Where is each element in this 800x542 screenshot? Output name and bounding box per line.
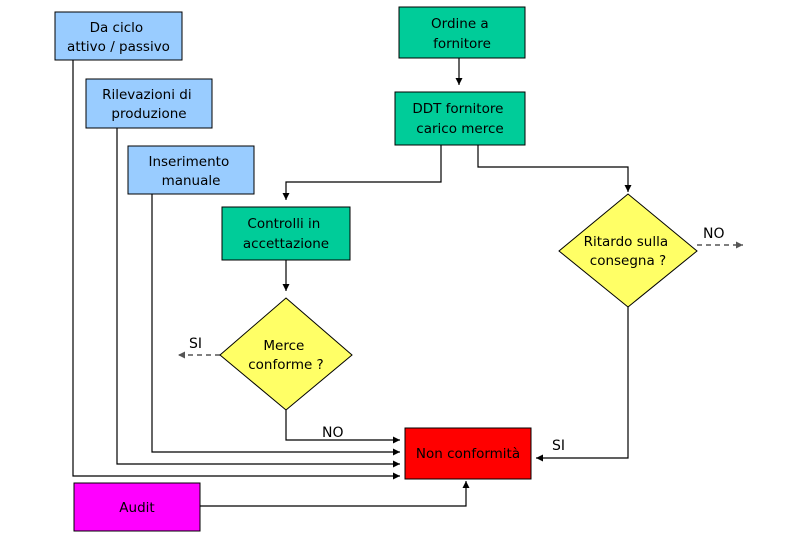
node-controlli: Controlli in accettazione bbox=[221, 206, 351, 261]
edge-inserimento-nonconf bbox=[151, 194, 400, 456]
svg-text:Controlli in accettazion: Controlli in accettazione bbox=[243, 216, 329, 252]
edge-ddt-controlli bbox=[282, 145, 442, 200]
svg-text:Non conformità: Non conformità bbox=[416, 446, 520, 462]
node-merce: Merce conforme ? bbox=[219, 297, 353, 411]
node-ordine-line2: fornitore bbox=[433, 36, 491, 52]
svg-text:Audit: Audit bbox=[119, 500, 154, 516]
node-audit-box bbox=[73, 482, 201, 532]
node-controlli-line1: Controlli in bbox=[247, 216, 320, 232]
node-nonconf: Non conformità bbox=[404, 427, 532, 480]
node-ddt-box bbox=[394, 91, 526, 146]
node-rilevazioni-box bbox=[85, 78, 213, 129]
node-ritardo-diamond bbox=[558, 193, 698, 308]
node-ritardo: Ritardo sulla consegna ? bbox=[558, 193, 698, 308]
node-ciclo-line2: attivo / passivo bbox=[67, 39, 170, 55]
node-ordine: Ordine a fornitore bbox=[398, 6, 526, 59]
node-inserimento-line2: manuale bbox=[162, 173, 221, 189]
node-ddt-line1: DDT fornitore bbox=[412, 101, 503, 117]
node-controlli-line2: accettazione bbox=[243, 236, 329, 252]
node-merce-line2: conforme ? bbox=[248, 357, 323, 373]
node-ddt: DDT fornitore carico merce bbox=[394, 91, 526, 146]
node-ordine-box bbox=[398, 6, 526, 59]
edge-ritardo-nonconf bbox=[536, 307, 629, 462]
label-ritardo-no: NO bbox=[703, 226, 725, 242]
label-merce-si: SI bbox=[189, 336, 202, 352]
node-nonconf-box bbox=[404, 427, 532, 480]
svg-text:Rilevazioni di produzion: Rilevazioni di produzione bbox=[102, 87, 196, 122]
svg-text:DDT fornitore carico mer: DDT fornitore carico merce bbox=[412, 101, 507, 137]
svg-text:Ritardo sulla consegna ?: Ritardo sulla consegna ? bbox=[584, 234, 673, 269]
edge-audit-nonconf bbox=[200, 481, 470, 507]
node-merce-diamond bbox=[219, 297, 353, 411]
svg-text:Inserimento manuale: Inserimento manuale bbox=[148, 154, 233, 189]
node-nonconf-line1: Non conformità bbox=[416, 446, 520, 462]
svg-text:Da ciclo attivo / passiv: Da ciclo attivo / passivo bbox=[67, 20, 170, 55]
node-ddt-line2: carico merce bbox=[416, 121, 503, 137]
edge-merce-nonconf bbox=[285, 410, 400, 444]
node-rilevazioni: Rilevazioni di produzione bbox=[85, 78, 213, 129]
svg-text:Ordine a fornitore: Ordine a fornitore bbox=[431, 16, 493, 52]
edge-labels: SI NO NO SI bbox=[189, 226, 725, 454]
node-ciclo: Da ciclo attivo / passivo bbox=[54, 11, 183, 61]
svg-text:Merce conforme ?: Merce conforme ? bbox=[248, 338, 323, 373]
node-ciclo-line1: Da ciclo bbox=[90, 20, 144, 36]
node-audit-line1: Audit bbox=[119, 500, 154, 516]
node-inserimento: Inserimento manuale bbox=[127, 145, 255, 195]
edge-ciclo-nonconf bbox=[72, 60, 400, 480]
label-ritardo-si: SI bbox=[552, 438, 565, 454]
node-rilevazioni-line1: Rilevazioni di bbox=[102, 87, 191, 103]
edges bbox=[72, 58, 743, 507]
edge-rilevazioni-nonconf bbox=[116, 128, 400, 468]
node-inserimento-line1: Inserimento bbox=[148, 154, 229, 170]
label-merce-no: NO bbox=[322, 425, 344, 441]
node-inserimento-box bbox=[127, 145, 255, 195]
edge-ddt-ritardo bbox=[477, 145, 632, 192]
node-ordine-line1: Ordine a bbox=[431, 16, 489, 32]
node-rilevazioni-line2: produzione bbox=[111, 106, 186, 122]
node-ritardo-line2: consegna ? bbox=[590, 253, 666, 269]
node-controlli-box bbox=[221, 206, 351, 261]
node-ritardo-line1: Ritardo sulla bbox=[584, 234, 669, 250]
node-merce-line1: Merce bbox=[263, 338, 304, 354]
node-ciclo-box bbox=[54, 11, 183, 61]
node-audit: Audit bbox=[73, 482, 201, 532]
